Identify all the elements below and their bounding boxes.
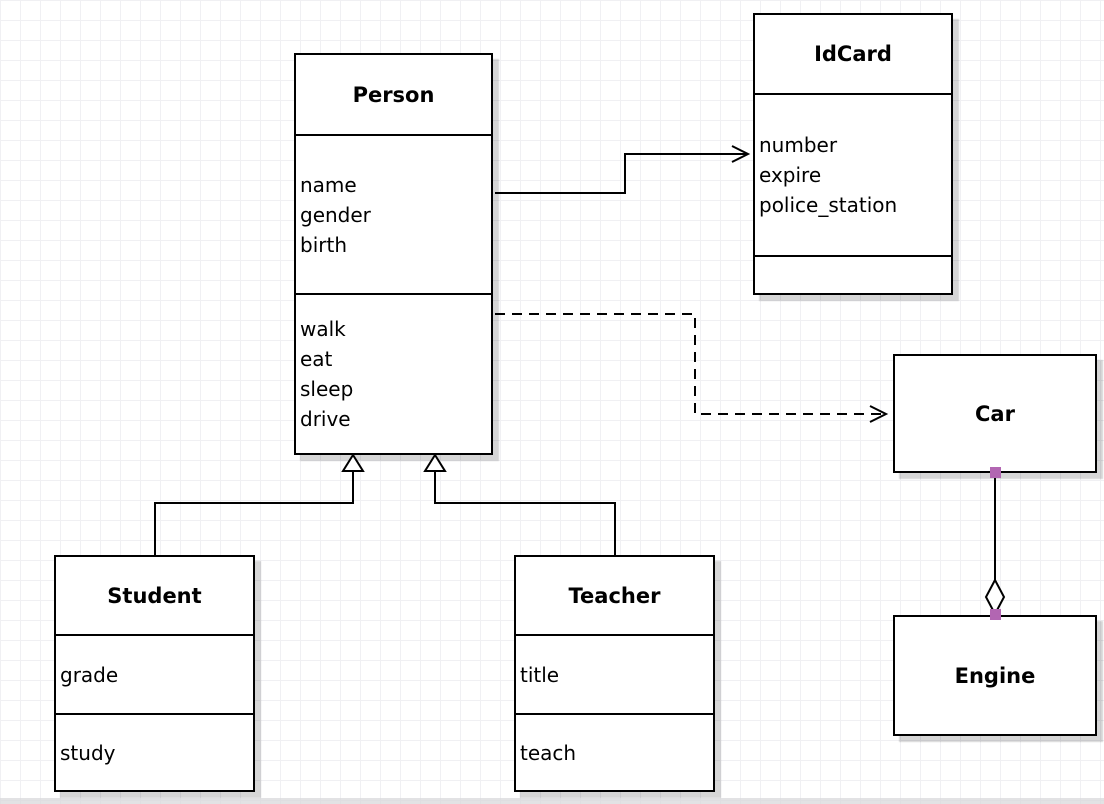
edge-person-idcard-association[interactable] bbox=[495, 153, 748, 194]
hollow-triangle-arrowhead-icon bbox=[423, 453, 447, 472]
open-arrowhead-icon bbox=[869, 405, 889, 423]
attribute-item: birth bbox=[300, 232, 347, 257]
attribute-item: expire bbox=[759, 163, 822, 187]
method-item: sleep bbox=[300, 377, 354, 401]
class-box-engine[interactable]: Engine bbox=[893, 615, 1097, 736]
class-title: Student bbox=[107, 583, 202, 608]
class-title-section: Car bbox=[895, 356, 1095, 471]
attribute-item: grade bbox=[60, 662, 119, 687]
class-title: Engine bbox=[954, 663, 1036, 688]
open-arrowhead-icon bbox=[731, 145, 751, 163]
class-title-section: Person bbox=[296, 55, 491, 134]
class-box-person[interactable]: Person name gender birth walk eat sleep … bbox=[294, 53, 493, 455]
class-box-student[interactable]: Student grade study bbox=[54, 555, 255, 792]
attribute-item: title bbox=[520, 662, 560, 687]
class-box-car[interactable]: Car bbox=[893, 354, 1097, 473]
class-methods-section: teach bbox=[516, 713, 713, 790]
method-item: eat bbox=[300, 347, 333, 371]
class-title: IdCard bbox=[814, 42, 892, 66]
class-methods-section: walk eat sleep drive bbox=[296, 293, 491, 453]
class-title-section: Engine bbox=[895, 617, 1095, 734]
canvas-bottom-edge bbox=[0, 798, 1104, 804]
class-attributes-section: number expire police_station bbox=[755, 93, 951, 255]
method-item: study bbox=[60, 740, 116, 765]
attribute-item: name bbox=[300, 172, 357, 197]
attribute-item: gender bbox=[300, 202, 371, 227]
attribute-item: police_station bbox=[759, 193, 898, 217]
class-title: Teacher bbox=[568, 583, 661, 608]
hollow-diamond-arrowhead-icon bbox=[984, 577, 1006, 617]
class-title: Car bbox=[975, 401, 1015, 426]
method-item: walk bbox=[300, 317, 346, 341]
edge-teacher-person-generalization[interactable] bbox=[434, 470, 616, 555]
class-methods-section: study bbox=[56, 713, 253, 790]
class-title-section: IdCard bbox=[755, 15, 951, 93]
hollow-triangle-arrowhead-icon bbox=[341, 453, 365, 472]
class-box-teacher[interactable]: Teacher title teach bbox=[514, 555, 715, 792]
class-title: Person bbox=[352, 82, 435, 107]
class-title-section: Student bbox=[56, 557, 253, 634]
edge-student-person-generalization[interactable] bbox=[154, 470, 354, 555]
class-title-section: Teacher bbox=[516, 557, 713, 634]
class-methods-section bbox=[755, 255, 951, 293]
class-attributes-section: name gender birth bbox=[296, 134, 491, 293]
edge-person-car-dependency[interactable] bbox=[495, 313, 884, 415]
class-attributes-section: grade bbox=[56, 634, 253, 713]
class-box-idcard[interactable]: IdCard number expire police_station bbox=[753, 13, 953, 295]
method-item: teach bbox=[520, 740, 577, 765]
attribute-item: number bbox=[759, 133, 838, 157]
method-item: drive bbox=[300, 407, 351, 431]
class-attributes-section: title bbox=[516, 634, 713, 713]
